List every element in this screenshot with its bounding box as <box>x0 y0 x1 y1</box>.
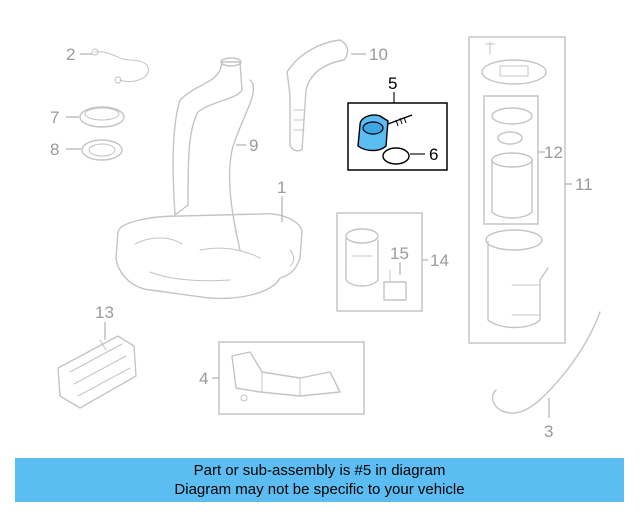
part-14-level-sender[interactable] <box>345 228 379 287</box>
callout-13[interactable]: 13 <box>95 303 114 322</box>
part-15-connector[interactable] <box>383 269 407 301</box>
callout-4[interactable]: 4 <box>199 369 208 388</box>
part-1-fuel-tank[interactable] <box>115 57 303 300</box>
part-13-control-module[interactable] <box>57 335 137 409</box>
callout-12[interactable]: 12 <box>544 143 563 162</box>
part-3-strap[interactable] <box>491 311 601 414</box>
box-12 <box>483 95 539 225</box>
part-12-filter[interactable] <box>491 107 533 219</box>
box-14 <box>336 212 423 312</box>
callout-10[interactable]: 10 <box>369 45 388 64</box>
callout-5[interactable]: 5 <box>388 74 397 93</box>
part-5-sender-cap[interactable] <box>357 114 413 152</box>
banner-line-2: Diagram may not be specific to your vehi… <box>174 481 465 498</box>
info-banner: Part or sub-assembly is #5 in diagram Di… <box>15 458 624 502</box>
part-2-strap[interactable] <box>91 48 149 84</box>
callout-2[interactable]: 2 <box>66 45 75 64</box>
part-8-seal[interactable] <box>81 139 123 161</box>
banner-line-1: Part or sub-assembly is #5 in diagram <box>193 462 446 479</box>
box-11 <box>468 36 566 344</box>
part-11-fuel-pump-assembly[interactable] <box>481 41 549 329</box>
part-9-vent-line[interactable] <box>228 79 255 251</box>
callout-3[interactable]: 3 <box>544 422 553 441</box>
callout-7[interactable]: 7 <box>50 108 59 127</box>
callout-8[interactable]: 8 <box>50 140 59 159</box>
part-7-lock-ring[interactable] <box>79 106 125 128</box>
box-4 <box>218 341 365 415</box>
part-6-o-ring[interactable] <box>382 147 410 165</box>
part-10-heat-shield[interactable] <box>286 39 349 152</box>
callout-1[interactable]: 1 <box>277 178 286 197</box>
highlight-box-5 <box>347 102 448 171</box>
callout-11[interactable]: 11 <box>575 175 593 194</box>
part-4-bracket[interactable] <box>231 351 341 402</box>
callout-6[interactable]: 6 <box>429 145 438 164</box>
callout-9[interactable]: 9 <box>249 136 258 155</box>
callout-15[interactable]: 15 <box>390 244 409 263</box>
callout-14[interactable]: 14 <box>430 251 449 270</box>
